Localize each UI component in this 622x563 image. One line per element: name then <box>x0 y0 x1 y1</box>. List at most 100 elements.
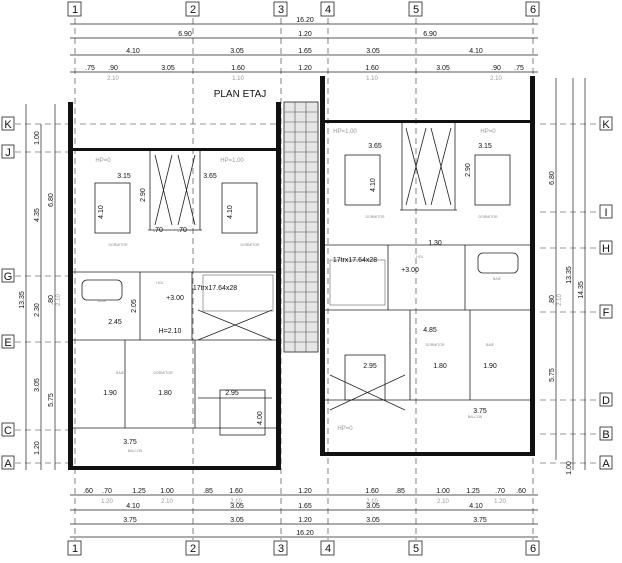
dimension-label: A <box>4 458 12 470</box>
dimension-label: 1.20 <box>34 441 41 455</box>
dimension-label: 3.05 <box>230 517 244 524</box>
dimension-label: 2.10 <box>490 76 502 82</box>
dimension-label: 3.15 <box>478 143 492 150</box>
right-unit: DORMITOR DORMITOR HOL BAIE DORMITOR BAIE… <box>320 76 535 456</box>
dimension-label: 1.65 <box>298 48 312 55</box>
dimension-label: 14.35 <box>578 281 585 299</box>
dimension-label: 4.10 <box>469 48 483 55</box>
plan-title: PLAN ETAJ <box>214 89 267 100</box>
dimension-label: 2.10 <box>230 499 242 505</box>
dimension-label: G <box>4 271 13 283</box>
dimension-label: 6 <box>530 4 536 16</box>
dimension-label: HP=1.00 <box>220 158 244 164</box>
dimension-label: DORMITOR <box>426 343 445 347</box>
dimension-label: 17trx17.64x28 <box>333 257 377 264</box>
dimension-label: 3.05 <box>366 517 380 524</box>
dimension-label: 1.10 <box>232 76 244 82</box>
drawing-line <box>477 252 519 274</box>
dimension-label: I <box>604 207 607 219</box>
dimension-label: 2 <box>190 4 196 16</box>
dimension-label: 1.60 <box>229 488 243 495</box>
dimension-label: 5 <box>413 4 419 16</box>
dimension-label: .70 <box>177 227 187 234</box>
dimension-label: J <box>5 147 11 159</box>
dimension-label: 2.05 <box>131 299 138 313</box>
grid-column-bubbles-bottom: 1 2 3 4 5 6 <box>67 540 540 556</box>
dimension-label: D <box>602 395 610 407</box>
dimension-label: HP=0 <box>480 129 496 135</box>
dimension-label: 4 <box>325 4 331 16</box>
dimension-label: 1.30 <box>428 240 442 247</box>
dimension-label: +3.00 <box>401 267 419 274</box>
dimension-label: 4.10 <box>370 178 377 192</box>
dimension-label: 1.60 <box>365 488 379 495</box>
dimension-label: 2.95 <box>363 363 377 370</box>
dimension-label: 2.10 <box>56 294 62 306</box>
drawing-line <box>81 279 123 301</box>
dimension-label: BAIE <box>486 343 495 347</box>
drawing-line <box>1 144 15 159</box>
dimension-label: 1.00 <box>160 488 174 495</box>
dimension-label: BAIE <box>98 299 107 303</box>
dimension-label: 5 <box>413 543 419 555</box>
dimension-label: 4.10 <box>126 503 140 510</box>
dimension-label: C <box>4 425 12 437</box>
dimension-label: DORMITOR <box>366 215 385 219</box>
drawing-line <box>185 1 200 17</box>
dimension-label: HOL <box>416 255 423 259</box>
dimension-label: 16.20 <box>296 530 314 537</box>
dimension-label: 16.20 <box>296 17 314 24</box>
drawing-line <box>320 1 335 17</box>
dimension-label: A <box>602 458 610 470</box>
dimension-label: E <box>4 337 11 349</box>
drawing-line <box>283 101 319 353</box>
drawing-line <box>408 540 423 556</box>
dimension-label: 4.10 <box>126 48 140 55</box>
dimension-label: 3.15 <box>117 173 131 180</box>
dimension-label: 3.75 <box>123 517 137 524</box>
dimension-label: BALCON <box>128 449 143 453</box>
drawing-line <box>329 259 386 306</box>
grid-row-bubbles-left: K J G E C A <box>1 116 15 470</box>
drawing-line <box>284 102 318 352</box>
drawing-line <box>599 455 613 470</box>
drawing-line <box>599 304 613 319</box>
dimension-label: 6.90 <box>178 31 192 38</box>
dimension-label: 4.10 <box>98 205 105 219</box>
dimension-label: 1 <box>72 543 78 555</box>
dimension-label: 1.20 <box>298 65 312 72</box>
dimension-label: .70 <box>102 488 112 495</box>
dimension-label: 13.35 <box>19 291 26 309</box>
dimension-label: 1.00 <box>436 488 450 495</box>
dimension-label: 1.80 <box>433 363 447 370</box>
dimension-label: 1.10 <box>366 76 378 82</box>
dimension-label: K <box>4 119 12 131</box>
drawing-line <box>67 1 82 17</box>
dimension-label: 6 <box>530 543 536 555</box>
drawing-line <box>1 422 15 437</box>
dimension-label: DORMITOR <box>479 215 498 219</box>
drawing-line <box>530 76 535 456</box>
dimension-label: K <box>602 119 610 131</box>
grid-column-bubbles-top: 1 2 3 4 5 6 <box>67 1 540 17</box>
dimension-label: 3.75 <box>473 517 487 524</box>
drawing-line <box>1 334 15 349</box>
dimension-label: .80 <box>549 295 556 305</box>
drawing-line <box>94 182 131 234</box>
drawing-line <box>344 354 386 401</box>
dimension-label: .90 <box>108 65 118 72</box>
dimension-label: .85 <box>395 488 405 495</box>
dimension-label: 1.20 <box>298 488 312 495</box>
drawing-line <box>68 148 281 151</box>
dimension-label: 6.90 <box>423 31 437 38</box>
dimension-label: .70 <box>495 488 505 495</box>
drawing-line <box>202 274 274 312</box>
drawing-line <box>219 389 266 436</box>
dimension-label: BAIE <box>493 277 502 281</box>
drawing-line <box>405 127 427 206</box>
dimension-label: 13.35 <box>566 266 573 284</box>
drawing-line <box>320 540 335 556</box>
dimension-label: 3.75 <box>473 408 487 415</box>
dimension-label: 3.05 <box>161 65 175 72</box>
grid-row-bubbles-right: K I H F D B A <box>599 116 613 470</box>
